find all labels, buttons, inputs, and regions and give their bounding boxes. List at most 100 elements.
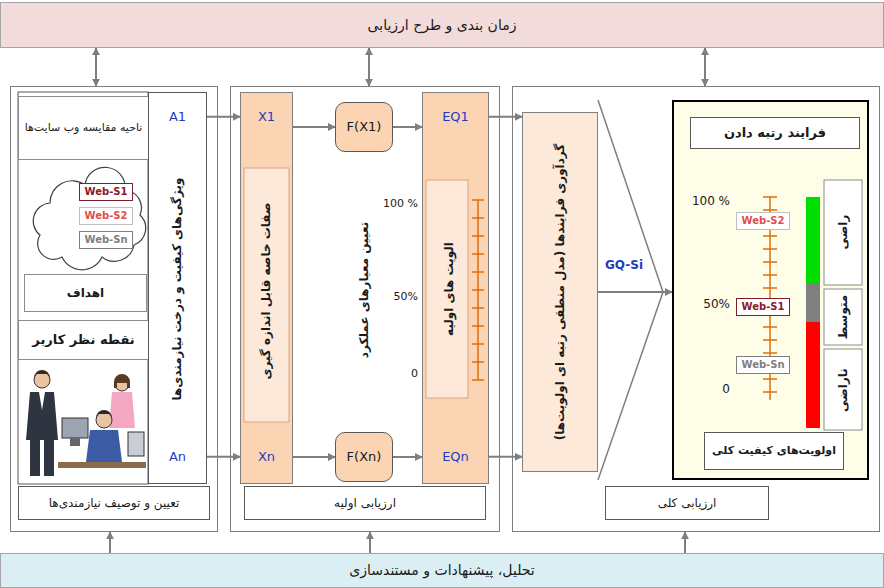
connector: [393, 456, 422, 458]
site-tag: Web-Sn: [79, 231, 133, 249]
person-leg: [44, 440, 54, 476]
bar-label-box: [824, 289, 862, 345]
attribute-column: X1صفات خاصه قابل اندازه گیریXn: [240, 92, 293, 484]
ranking-box: فرایند رتبه دادن اولویت‌های کیفیت کلی Web-…: [672, 100, 869, 480]
connector: [598, 291, 672, 293]
band-title: زمان بندی و طرح ارزیابی: [1, 3, 883, 47]
aggregation-box: گردآوری فرایندها (مدل منطقی رتبه ای اولو…: [522, 112, 598, 472]
column-fill: [422, 92, 489, 484]
aggregation-fill: [522, 112, 598, 472]
person-hair: [96, 410, 112, 418]
port-label: EQn: [423, 449, 488, 465]
bar-label-box: [824, 349, 862, 430]
site-name: Web-S1: [737, 299, 789, 315]
box-text: ناحیه مقایسه وب سایت‌ها: [19, 97, 148, 159]
person-shirt: [39, 392, 45, 410]
scale-value: 100 %: [374, 197, 418, 210]
stage-title: ارزیابی اولیه: [244, 486, 486, 520]
edge-label: GQ-Si: [600, 258, 648, 272]
site-tag: Web-S2: [79, 207, 133, 225]
chevron-outline: [598, 100, 663, 480]
scale-value: 0: [398, 367, 418, 380]
site-name: Web-S1: [80, 184, 132, 200]
port-label: An: [149, 449, 206, 465]
scale-value: 50%: [384, 290, 418, 303]
stage-panel: ارزیابی کلی گردآوری فرایندها (مدل منطقی ر…: [512, 86, 880, 532]
port-label: EQ1: [423, 109, 488, 125]
connector: [207, 456, 240, 458]
monitor-stand: [70, 438, 80, 446]
connector: [95, 48, 97, 86]
person-blouse: [109, 392, 135, 428]
column-title: الویت های اولیه: [442, 242, 456, 336]
desk: [58, 462, 146, 468]
function-name: F(X1): [336, 103, 392, 151]
box-text: نقطه نظر کاربر: [19, 321, 148, 359]
site-name: Web-Sn: [80, 232, 132, 248]
function-box: F(X1): [335, 102, 393, 152]
connector: [704, 48, 706, 86]
ranking-title: فرایند رتبه دادن: [690, 117, 860, 149]
satisfied-bar: [806, 197, 820, 283]
port-label: A1: [149, 109, 206, 125]
stage-title: ارزیابی کلی: [605, 486, 769, 520]
ranking-fill: [672, 100, 869, 480]
satisfaction-label: راضی: [836, 215, 850, 250]
header-band: زمان بندی و طرح ارزیابی: [0, 2, 884, 48]
connector: [293, 456, 335, 458]
column-title: صفات خاصه قابل اندازه گیری: [259, 202, 273, 379]
person-shirt: [86, 430, 122, 462]
satisfaction-label: ناراضی: [836, 368, 850, 412]
site-tag: Web-S2: [736, 212, 790, 230]
aggregation-title: گردآوری فرایندها (مدل منطقی رتبه ای اولو…: [553, 144, 567, 441]
viewpoint-box: نقطه نظر کاربر: [18, 320, 149, 360]
scale-ticks: [472, 200, 484, 380]
cloud-shape: [33, 167, 145, 269]
connector: [489, 116, 522, 118]
site-tag: Web-S1: [79, 183, 133, 201]
column-inner: [426, 180, 468, 398]
white-column: [18, 92, 148, 484]
connector: [368, 48, 370, 86]
connector: [369, 532, 371, 553]
bar-label-box: [824, 180, 862, 285]
port-label: Xn: [241, 449, 292, 465]
overall-priority-box: اولویت‌های کیفیت کلی: [704, 432, 844, 470]
info-box: ناحیه مقایسه وب سایت‌ها: [18, 96, 149, 160]
connector: [489, 456, 522, 458]
function-name: F(Xn): [336, 433, 392, 481]
site-tag: Web-Sn: [736, 356, 790, 374]
site-name: Web-S2: [737, 213, 789, 229]
footer-band: تحلیل، پیشنهادات و مستندسازی: [0, 553, 884, 588]
priority-column: EQ1 الویت های اولیه EQn: [422, 92, 489, 484]
attribute-strip: A1 ویژگی‌های کیفیت و درخت نیازمندی‌ها An: [148, 92, 207, 484]
strip-title: ویژگی‌های کیفیت و درخت نیازمندی‌ها: [170, 178, 184, 401]
satisfaction-label: متوسط: [836, 295, 850, 340]
person-head: [96, 412, 112, 428]
scale-value: 50%: [686, 297, 730, 311]
site-name: Web-S2: [80, 208, 132, 224]
goal-box: اهداف: [24, 274, 147, 312]
neutral-bar: [806, 283, 820, 322]
connector: [207, 116, 240, 118]
band-title: تحلیل، پیشنهادات و مستندسازی: [1, 554, 883, 587]
person-suit: [26, 392, 58, 440]
person-head: [34, 372, 50, 388]
connector: [684, 532, 686, 553]
stage-title: تعیین و توصیف نیازمندی‌ها: [18, 486, 210, 520]
function-box: F(Xn): [335, 432, 393, 482]
scale-value: 0: [706, 382, 730, 396]
person-leg: [30, 440, 40, 476]
stage-panel: تعیین و توصیف نیازمندی‌ها ناحیه مقایسه وب…: [10, 86, 218, 532]
column-fill: [240, 92, 293, 484]
connector: [293, 126, 335, 128]
criteria-label: تعیین معیارهای عملکرد: [357, 222, 371, 358]
connector: [109, 532, 111, 553]
person-hair: [114, 374, 130, 388]
scale-value: 100 %: [680, 194, 730, 208]
person-hair: [34, 370, 50, 378]
dissatisfied-bar: [806, 322, 820, 428]
monitor: [62, 418, 88, 438]
monitor: [128, 432, 144, 456]
connector: [393, 126, 422, 128]
